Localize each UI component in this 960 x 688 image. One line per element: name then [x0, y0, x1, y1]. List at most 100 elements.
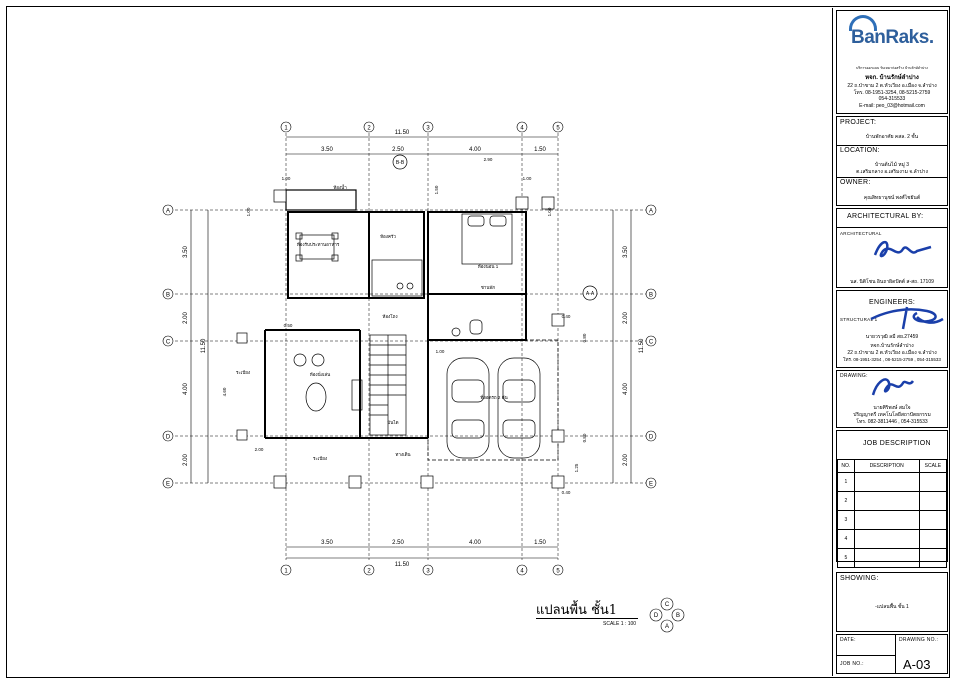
svg-text:11.50: 11.50: [639, 338, 645, 353]
svg-text:1.00: 1.00: [523, 176, 532, 181]
svg-text:ชานพัก: ชานพัก: [481, 285, 496, 290]
svg-text:2.90: 2.90: [484, 157, 493, 162]
svg-text:4: 4: [520, 569, 524, 575]
project-info-box: PROJECT: บ้านพักอาศัย คสล. 2 ชั้น LOCATI…: [836, 116, 948, 206]
svg-text:1.50: 1.50: [434, 185, 439, 194]
svg-text:2.00: 2.00: [623, 312, 629, 324]
engineer-signature-icon: [870, 306, 944, 330]
svg-text:บันได: บันได: [387, 420, 398, 425]
overall-dim-bottom: 11.50: [395, 562, 410, 568]
svg-text:1.00: 1.00: [436, 349, 445, 354]
svg-text:A: A: [649, 209, 653, 215]
svg-text:A: A: [665, 624, 669, 630]
svg-text:2.00: 2.00: [183, 312, 189, 324]
section-tag-bb: B-B: [396, 160, 405, 166]
showing-box: SHOWING: -แปลนพื้น ชั้น 1: [836, 572, 948, 632]
plan-title-underline: [536, 618, 638, 619]
title-block: BanRaks. บริการออกแบบ รับเหมาก่อสร้าง บ้…: [832, 8, 951, 676]
svg-text:ระเบียง: ระเบียง: [313, 456, 327, 461]
svg-text:ห้องนั่งเล่น: ห้องนั่งเล่น: [310, 371, 331, 377]
svg-text:2: 2: [367, 569, 371, 575]
svg-text:1.00: 1.00: [547, 207, 552, 216]
company-box: BanRaks. บริการออกแบบ รับเหมาก่อสร้าง บ้…: [836, 10, 948, 114]
table-row: 3: [837, 510, 948, 530]
svg-text:ห้องน้ำ: ห้องน้ำ: [333, 184, 347, 190]
svg-text:2.50: 2.50: [392, 147, 404, 153]
overall-dim-top: 11.50: [395, 130, 410, 136]
architect-signature-icon: [873, 241, 932, 258]
svg-text:C: C: [649, 340, 654, 346]
svg-text:2.50: 2.50: [392, 540, 404, 546]
job-description-box: JOB DESCRIPTION NO. DESCRIPTION SCALE 1 …: [836, 430, 948, 568]
svg-text:ห้องครัว: ห้องครัว: [380, 234, 396, 239]
svg-text:C: C: [665, 602, 670, 608]
table-row: 1: [837, 472, 948, 492]
svg-text:0.40: 0.40: [562, 314, 571, 319]
svg-text:B: B: [676, 613, 680, 619]
svg-text:4.00: 4.00: [623, 383, 629, 395]
svg-text:ห้องโถง: ห้องโถง: [382, 313, 397, 319]
svg-text:ห้องรับประทานอาหาร: ห้องรับประทานอาหาร: [297, 242, 340, 247]
plan-scale: SCALE 1 : 100: [603, 621, 637, 627]
svg-text:1.00: 1.00: [282, 176, 291, 181]
svg-text:2.00: 2.00: [183, 454, 189, 466]
svg-text:4.00: 4.00: [469, 147, 481, 153]
svg-text:2.00: 2.00: [623, 454, 629, 466]
company-logo-icon: [849, 15, 877, 31]
svg-text:3: 3: [426, 569, 430, 575]
svg-text:3.50: 3.50: [623, 246, 629, 258]
svg-text:4.00: 4.00: [183, 383, 189, 395]
svg-text:2: 2: [367, 126, 371, 132]
table-row: 2: [837, 491, 948, 511]
svg-text:11.50: 11.50: [201, 338, 207, 353]
drawing-number-box: DATE: DRAWING NO.: JOB NO.: A-03: [836, 634, 948, 674]
svg-text:1.25: 1.25: [574, 463, 579, 472]
section-tag-aa: A-A: [586, 291, 595, 297]
svg-text:3.50: 3.50: [183, 246, 189, 258]
company-logo: BanRaks.: [851, 27, 934, 48]
svg-text:1: 1: [284, 126, 288, 132]
svg-text:C: C: [166, 340, 171, 346]
svg-text:3: 3: [426, 126, 430, 132]
svg-text:0.80: 0.80: [582, 333, 587, 342]
drafter-signature-icon: [871, 378, 915, 396]
plan-title: แปลนพื้น ชั้น1: [536, 603, 618, 618]
svg-text:B: B: [166, 293, 170, 299]
svg-text:5: 5: [556, 569, 560, 575]
company-name: หจก. บ้านรักษ์ลำปาง: [865, 75, 919, 81]
table-row: 4: [837, 529, 948, 549]
architect-box: ARCHITECTURAL BY: ARCHITECTURAL นส. นิติ…: [836, 208, 948, 288]
svg-text:ห้องนอน 1: ห้องนอน 1: [478, 264, 499, 269]
svg-text:4: 4: [520, 126, 524, 132]
svg-text:A: A: [166, 209, 170, 215]
svg-text:0.80: 0.80: [582, 433, 587, 442]
svg-text:D: D: [166, 435, 171, 441]
svg-text:4.60: 4.60: [222, 387, 227, 396]
drawing-sheet-border: [6, 6, 950, 678]
svg-text:E: E: [649, 482, 653, 488]
svg-text:1.50: 1.50: [534, 540, 546, 546]
svg-text:1: 1: [284, 569, 288, 575]
svg-text:2.00: 2.00: [255, 447, 264, 452]
svg-text:3.50: 3.50: [321, 540, 333, 546]
table-row: 5: [837, 548, 948, 568]
svg-text:ทางเดิน: ทางเดิน: [395, 452, 410, 457]
drawing-by-box: DRAWING: นายศิริพงษ์ สมใจ ปริญญาตรี เทคโ…: [836, 370, 948, 428]
svg-text:D: D: [654, 613, 659, 619]
svg-text:D: D: [649, 435, 654, 441]
svg-text:ระเบียง: ระเบียง: [236, 370, 250, 375]
svg-text:5: 5: [556, 126, 560, 132]
job-description-table: NO. DESCRIPTION SCALE 1 2 3 4 5: [837, 459, 948, 568]
svg-text:1.50: 1.50: [534, 147, 546, 153]
showing-value: -แปลนพื้น ชั้น 1: [875, 604, 909, 610]
engineer-box: ENGINEERS: STRUCTURAL 1 นายวรวุฒิ ลมี สย…: [836, 290, 948, 368]
drawing-number: A-03: [903, 657, 931, 672]
svg-text:4.00: 4.00: [469, 540, 481, 546]
svg-text:E: E: [166, 482, 170, 488]
svg-text:0.50: 0.50: [284, 323, 293, 328]
svg-text:1.00: 1.00: [246, 207, 251, 216]
svg-text:B: B: [649, 293, 653, 299]
svg-text:3.50: 3.50: [321, 147, 333, 153]
svg-text:ที่จอดรถ 2 คัน: ที่จอดรถ 2 คัน: [480, 394, 508, 400]
svg-text:0.40: 0.40: [562, 490, 571, 495]
